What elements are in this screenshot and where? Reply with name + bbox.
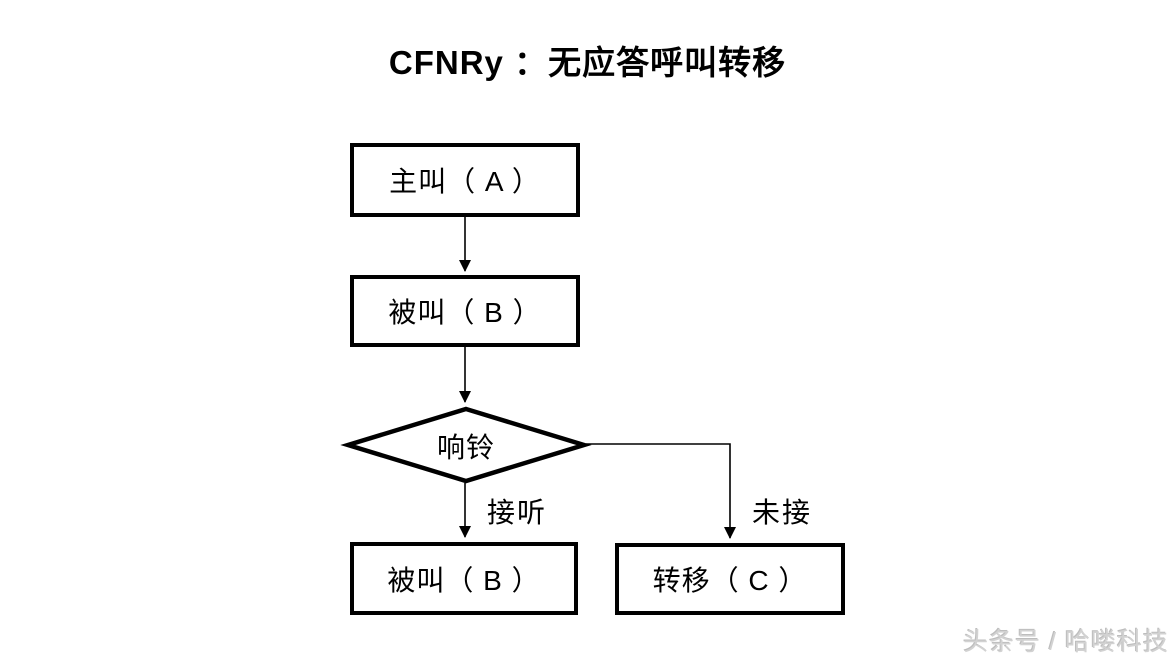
node-called-b-answered: 被叫（ B ） <box>350 542 578 615</box>
diagram-title: CFNRy ：无应答呼叫转移 <box>388 44 787 81</box>
node-transfer-c: 转移（ C ） <box>615 543 845 615</box>
node-caller-a: 主叫（ A ） <box>350 143 580 217</box>
watermark: 头条号 / 哈喽科技 <box>963 628 1169 656</box>
node-called-b: 被叫（ B ） <box>350 275 580 347</box>
edge-label-no-answer: 未接 <box>752 497 813 528</box>
decision-diamond-shape <box>340 406 592 484</box>
arrow-no-answer <box>586 443 736 539</box>
decision-ringing-label: 响铃 <box>436 431 495 463</box>
edge-label-answer: 接听 <box>487 497 548 528</box>
